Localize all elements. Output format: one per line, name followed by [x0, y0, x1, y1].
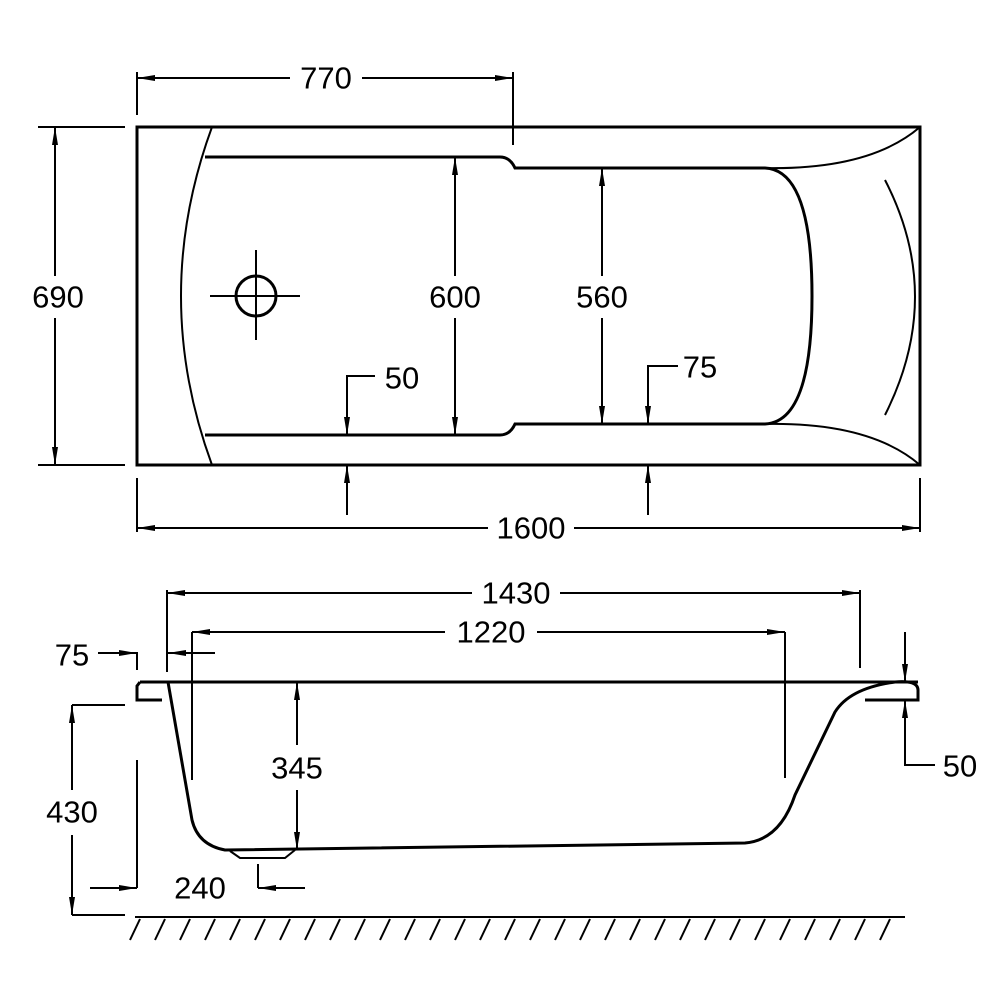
dim-430: 430: [46, 795, 98, 830]
headrest-arc: [884, 179, 916, 416]
rim-left: [135, 681, 162, 702]
hatch-mark: [304, 918, 316, 941]
hatch-mark: [879, 918, 891, 941]
dim-240: 240: [174, 871, 226, 906]
dim-345: 345: [271, 751, 323, 786]
hatch-mark: [754, 918, 766, 941]
hatch-mark: [629, 918, 641, 941]
hatch-mark: [779, 918, 791, 941]
side-view: 1430 1220 75 50 430 345 240: [46, 576, 977, 941]
hatch-mark: [354, 918, 366, 941]
dim-50-top: 50: [385, 361, 419, 396]
hatch-mark: [829, 918, 841, 941]
dim-1600: 1600: [497, 511, 566, 546]
hatch-mark: [129, 918, 141, 941]
hatch-mark: [679, 918, 691, 941]
hatch-mark: [179, 918, 191, 941]
floor-hatch: [129, 918, 891, 941]
hatch-mark: [404, 918, 416, 941]
hatch-mark: [204, 918, 216, 941]
hatch-mark: [529, 918, 541, 941]
dim-1430: 1430: [482, 576, 551, 611]
dim-560: 560: [576, 280, 628, 315]
top-view: 770 690 600 560 50 75 1600: [32, 61, 922, 546]
hatch-mark: [579, 918, 591, 941]
hatch-mark: [704, 918, 716, 941]
tub-outline-top: [135, 125, 922, 467]
leader-line: [344, 375, 375, 435]
hatch-mark: [229, 918, 241, 941]
hatch-mark: [804, 918, 816, 941]
leader-line: [902, 700, 935, 766]
basin-end-left: [180, 126, 213, 466]
dim-600: 600: [429, 280, 481, 315]
hatch-mark: [604, 918, 616, 941]
headrest-curve-bottom: [764, 422, 921, 466]
hatch-mark: [454, 918, 466, 941]
basin-outline: [205, 155, 814, 437]
hatch-mark: [729, 918, 741, 941]
dim-50-side: 50: [943, 749, 977, 784]
tub-profile: [166, 680, 920, 852]
hatch-mark: [379, 918, 391, 941]
dim-690: 690: [32, 280, 84, 315]
hatch-mark: [554, 918, 566, 941]
hatch-mark: [279, 918, 291, 941]
drain-outlet: [229, 849, 296, 859]
dim-75-side: 75: [55, 638, 89, 673]
hatch-mark: [479, 918, 491, 941]
dim-75-top: 75: [683, 350, 717, 385]
hatch-mark: [254, 918, 266, 941]
drain-icon: [210, 250, 300, 340]
hatch-mark: [654, 918, 666, 941]
hatch-mark: [329, 918, 341, 941]
dim-770: 770: [300, 61, 352, 96]
hatch-mark: [429, 918, 441, 941]
hatch-mark: [504, 918, 516, 941]
hatch-mark: [854, 918, 866, 941]
hatch-mark: [154, 918, 166, 941]
dim-1220: 1220: [457, 615, 526, 650]
leader-line: [645, 365, 678, 424]
headrest-curve-top: [764, 126, 921, 170]
